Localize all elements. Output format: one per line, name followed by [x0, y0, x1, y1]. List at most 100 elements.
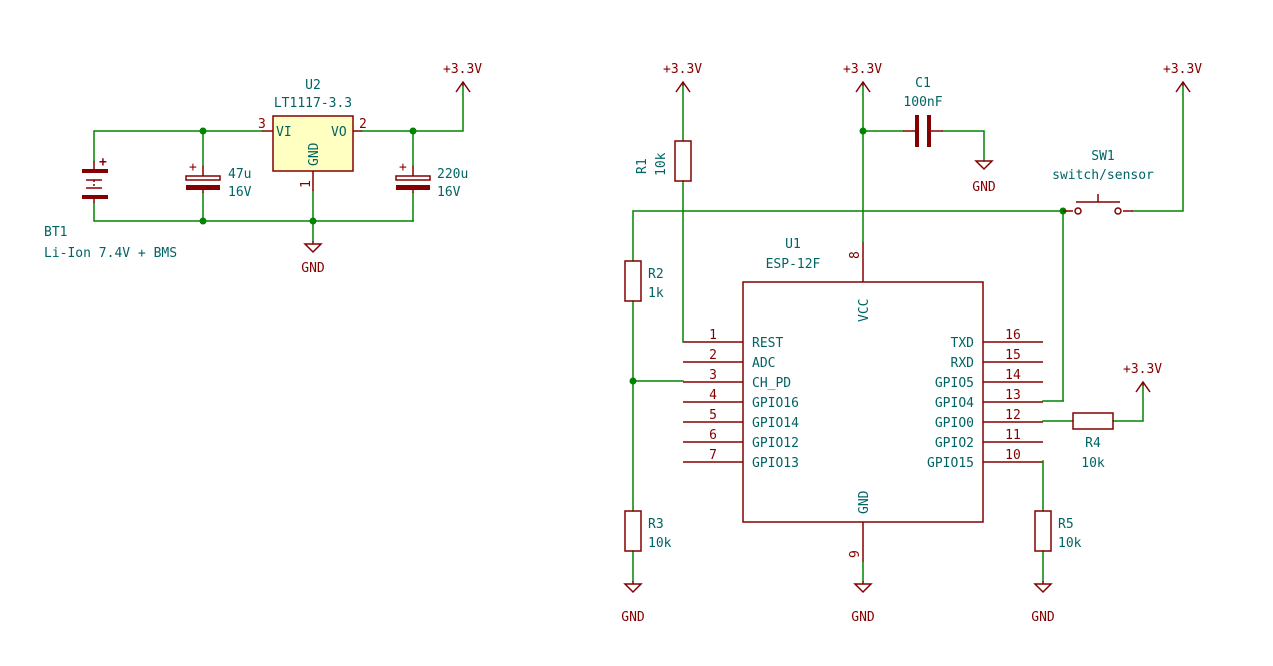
pin-name: GPIO12: [752, 436, 799, 451]
pin-number: 1: [709, 328, 717, 343]
power-supply-section: + BT1 Li-Ion 7.4V + BMS + 47u 16V U2 LT1…: [44, 62, 482, 276]
net-label-3v3: +3.3V: [843, 62, 882, 77]
resistor-r2[interactable]: R2 1k: [624, 260, 664, 302]
pin-number: 16: [1005, 328, 1021, 343]
u1-vcc-label: VCC: [857, 299, 872, 322]
c220-value: 220u: [437, 167, 468, 182]
battery-bt1[interactable]: + BT1 Li-Ion 7.4V + BMS: [44, 155, 177, 261]
resistor-r1[interactable]: R1 10k: [635, 140, 692, 182]
regulator-u2[interactable]: U2 LT1117-3.3 VI VO GND 3 2 1: [258, 78, 367, 191]
net-label-3v3: +3.3V: [1163, 62, 1202, 77]
u2-pin-vi-num: 3: [258, 117, 266, 132]
bt1-ref: BT1: [44, 225, 67, 240]
pin-number: 15: [1005, 348, 1021, 363]
u1-left-pins: 1REST2ADC3CH_PD4GPIO165GPIO146GPIO127GPI…: [683, 328, 799, 471]
power-symbol-3v3: +3.3V: [1163, 62, 1202, 93]
pin-name: TXD: [951, 336, 975, 351]
pin-name: CH_PD: [752, 376, 791, 391]
gnd-symbol: GND: [301, 241, 325, 276]
junction-dot: [409, 127, 417, 135]
net-label-gnd: GND: [1031, 610, 1055, 625]
power-symbol-3v3: +3.3V: [843, 62, 882, 93]
junction-dot: [199, 127, 207, 135]
pin-name: GPIO5: [935, 376, 974, 391]
pin-number: 11: [1005, 428, 1021, 443]
battery-plus-sign: +: [99, 155, 107, 170]
r2-value: 1k: [648, 286, 664, 301]
junction-dot: [199, 217, 207, 225]
resistor-r3[interactable]: R3 10k: [624, 510, 672, 552]
u2-pin-gnd: GND: [307, 142, 322, 166]
pin-number: 4: [709, 388, 717, 403]
pin-name: RXD: [951, 356, 975, 371]
junction-dot: [309, 217, 317, 225]
r2-ref: R2: [648, 267, 664, 282]
pin-name: REST: [752, 336, 783, 351]
c1-value: 100nF: [903, 95, 942, 110]
r1-ref: R1: [635, 158, 650, 174]
u1-right-pins: 16TXD15RXD14GPIO513GPIO412GPIO011GPIO210…: [927, 328, 1043, 471]
c47-value: 47u: [228, 167, 251, 182]
net-label-gnd: GND: [621, 610, 645, 625]
pin-number: 10: [1005, 448, 1021, 463]
pin-number: 7: [709, 448, 717, 463]
pin-number: 5: [709, 408, 717, 423]
gnd-symbol: GND: [972, 160, 996, 195]
pin-name: GPIO16: [752, 396, 799, 411]
u2-pin-vi: VI: [276, 125, 292, 140]
u1-pin-ch_pd[interactable]: 3CH_PD: [683, 368, 791, 391]
wire-battery-to-vi: [93, 130, 263, 162]
power-symbol-3v3: +3.3V: [663, 62, 702, 93]
net-label-gnd: GND: [301, 261, 325, 276]
capacitor-220u[interactable]: + 220u 16V: [395, 160, 468, 200]
power-symbol-3v3: +3.3V: [1123, 362, 1162, 393]
u2-pin-gnd-num: 1: [299, 180, 314, 188]
capacitor-47u[interactable]: + 47u 16V: [185, 160, 252, 200]
mcu-section: U1 ESP-12F VCC 8 GND 9 1REST2ADC3CH_PD4G…: [621, 62, 1202, 625]
r1-value: 10k: [654, 152, 669, 176]
esp12f-u1[interactable]: U1 ESP-12F VCC 8 GND 9 1REST2ADC3CH_PD4G…: [683, 237, 1043, 562]
resistor-r4[interactable]: R4 10k: [1072, 412, 1114, 471]
sw1-ref: SW1: [1091, 149, 1114, 164]
u1-value: ESP-12F: [766, 257, 821, 272]
c220-voltage: 16V: [437, 185, 461, 200]
capacitor-c1[interactable]: C1 100nF: [903, 76, 943, 147]
r4-value: 10k: [1081, 456, 1105, 471]
u1-gnd-num: 9: [848, 550, 863, 558]
switch-sw1[interactable]: SW1 switch/sensor: [1052, 149, 1154, 215]
pin-number: 14: [1005, 368, 1021, 383]
pin-number: 2: [709, 348, 717, 363]
pin-number: 3: [709, 368, 717, 383]
u1-vcc-num: 8: [848, 251, 863, 259]
pin-name: GPIO13: [752, 456, 799, 471]
cap-plus-sign: +: [399, 160, 407, 175]
u2-value: LT1117-3.3: [274, 96, 352, 111]
pin-number: 12: [1005, 408, 1021, 423]
c47-voltage: 16V: [228, 185, 252, 200]
wire-sw-to-3v3: [1132, 85, 1184, 212]
power-symbol-3v3: +3.3V: [443, 62, 482, 93]
pin-number: 6: [709, 428, 717, 443]
net-label-3v3: +3.3V: [443, 62, 482, 77]
resistor-r5[interactable]: R5 10k: [1034, 510, 1082, 552]
u1-gnd-label: GND: [857, 490, 872, 514]
gnd-symbol: GND: [1031, 581, 1055, 625]
pin-name: GPIO14: [752, 416, 799, 431]
bt1-value: Li-Ion 7.4V + BMS: [44, 246, 177, 261]
pin-name: GPIO2: [935, 436, 974, 451]
wire-c1-right: [942, 130, 985, 162]
